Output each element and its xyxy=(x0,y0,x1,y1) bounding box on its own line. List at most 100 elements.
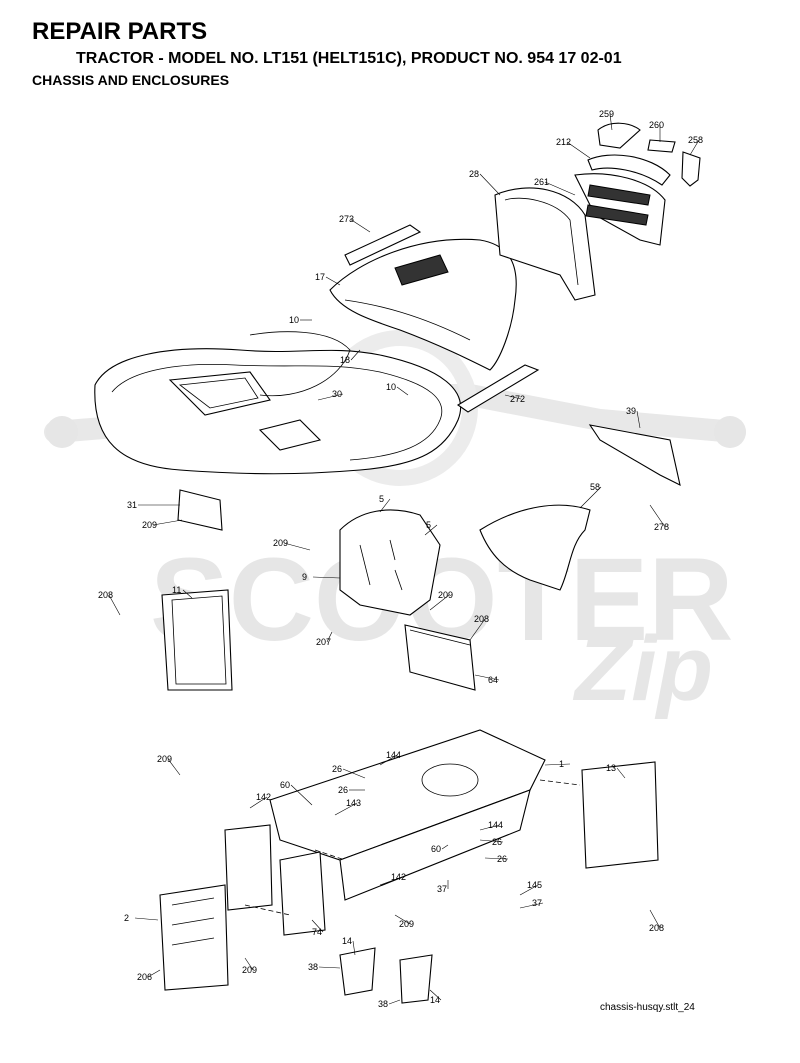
callout-leader xyxy=(349,218,371,233)
callout-26: 26 xyxy=(338,785,348,795)
callout-26: 26 xyxy=(492,837,502,847)
callout-212: 212 xyxy=(556,137,571,147)
callout-259: 259 xyxy=(599,109,614,119)
callout-leader xyxy=(474,674,500,681)
callout-209: 209 xyxy=(242,965,257,975)
callout-leader xyxy=(429,594,450,611)
fender-pan xyxy=(94,331,462,475)
callout-10: 10 xyxy=(386,382,396,392)
callout-38: 38 xyxy=(378,999,388,1009)
callout-209: 209 xyxy=(142,520,157,530)
callout-143: 143 xyxy=(346,798,361,808)
callout-leader xyxy=(479,824,500,831)
callout-leader xyxy=(479,173,501,196)
callout-74: 74 xyxy=(312,927,322,937)
callout-209: 209 xyxy=(399,919,414,929)
callout-leader xyxy=(152,519,183,526)
callout-leader xyxy=(311,919,324,933)
callout-leader xyxy=(484,857,509,860)
callout-leader xyxy=(519,902,544,909)
callout-14: 14 xyxy=(342,936,352,946)
callout-leader xyxy=(616,767,626,779)
callout-26: 26 xyxy=(497,854,507,864)
callout-60: 60 xyxy=(280,780,290,790)
callout-2: 2 xyxy=(124,913,129,923)
callout-37: 37 xyxy=(437,884,447,894)
callout-leader xyxy=(334,802,358,816)
watermark-script: Zip xyxy=(572,618,713,720)
callout-leader xyxy=(317,393,344,401)
callout-leader xyxy=(352,940,356,956)
callout-leader xyxy=(544,763,571,766)
hood-assembly xyxy=(329,122,701,413)
callout-1: 1 xyxy=(559,759,564,769)
callout-leader xyxy=(579,486,602,509)
frame-assembly xyxy=(159,729,659,1004)
callout-209: 209 xyxy=(438,590,453,600)
callout-38: 38 xyxy=(308,962,318,972)
callout-leader xyxy=(318,966,341,969)
callout-18: 18 xyxy=(340,355,350,365)
callout-leader xyxy=(147,969,161,978)
section-heading: CHASSIS AND ENCLOSURES xyxy=(32,72,230,88)
callout-leader xyxy=(479,839,504,843)
file-reference: chassis-husqy.stlt_24 xyxy=(600,1002,695,1013)
callout-leader xyxy=(108,594,121,616)
callout-leader xyxy=(379,498,391,513)
callout-leader xyxy=(326,631,333,643)
callout-206: 206 xyxy=(137,972,152,982)
callout-278: 278 xyxy=(654,522,669,532)
callout-leader xyxy=(283,542,311,551)
callout-60: 60 xyxy=(431,844,441,854)
page-title: REPAIR PARTS xyxy=(32,18,208,45)
callout-leader xyxy=(342,768,366,779)
callout-13: 13 xyxy=(606,763,616,773)
callout-26: 26 xyxy=(332,764,342,774)
callout-leader xyxy=(429,989,442,1001)
callout-leader xyxy=(566,141,591,159)
callout-leader xyxy=(441,844,449,850)
callout-5: 5 xyxy=(426,520,431,530)
callout-leader xyxy=(636,410,641,429)
callout-208: 208 xyxy=(474,614,489,624)
callout-273: 273 xyxy=(339,214,354,224)
callout-58: 58 xyxy=(590,482,600,492)
callout-leader xyxy=(649,504,666,528)
callout-leader xyxy=(469,618,486,641)
callout-leader xyxy=(312,576,341,579)
callout-leader xyxy=(182,589,193,599)
callout-leader xyxy=(649,909,661,929)
callout-9: 9 xyxy=(302,572,307,582)
callout-209: 209 xyxy=(157,754,172,764)
callout-leader xyxy=(134,917,159,921)
callout-leader xyxy=(689,139,700,156)
callout-10: 10 xyxy=(289,315,299,325)
callout-leader xyxy=(424,524,438,536)
callout-208: 208 xyxy=(649,923,664,933)
callout-leader xyxy=(379,754,398,766)
callout-30: 30 xyxy=(332,389,342,399)
callout-37: 37 xyxy=(532,898,542,908)
dash-and-brackets xyxy=(161,424,681,691)
callout-209: 209 xyxy=(273,538,288,548)
callout-208: 208 xyxy=(98,590,113,600)
callout-260: 260 xyxy=(649,120,664,130)
callout-leader xyxy=(519,884,539,896)
callout-leader xyxy=(544,181,576,196)
callout-leader xyxy=(325,276,341,286)
callout-145: 145 xyxy=(527,880,542,890)
callout-28: 28 xyxy=(469,169,479,179)
callout-261: 261 xyxy=(534,177,549,187)
callout-leader xyxy=(504,394,522,400)
callout-142: 142 xyxy=(256,792,271,802)
callout-142: 142 xyxy=(391,872,406,882)
callout-14: 14 xyxy=(430,995,440,1005)
callout-11: 11 xyxy=(172,585,181,595)
page-subtitle: TRACTOR - MODEL NO. LT151 (HELT151C), PR… xyxy=(76,50,622,67)
callout-leader xyxy=(609,113,613,131)
callout-144: 144 xyxy=(488,820,503,830)
callout-5: 5 xyxy=(379,494,384,504)
callout-144: 144 xyxy=(386,750,401,760)
callout-258: 258 xyxy=(688,135,703,145)
